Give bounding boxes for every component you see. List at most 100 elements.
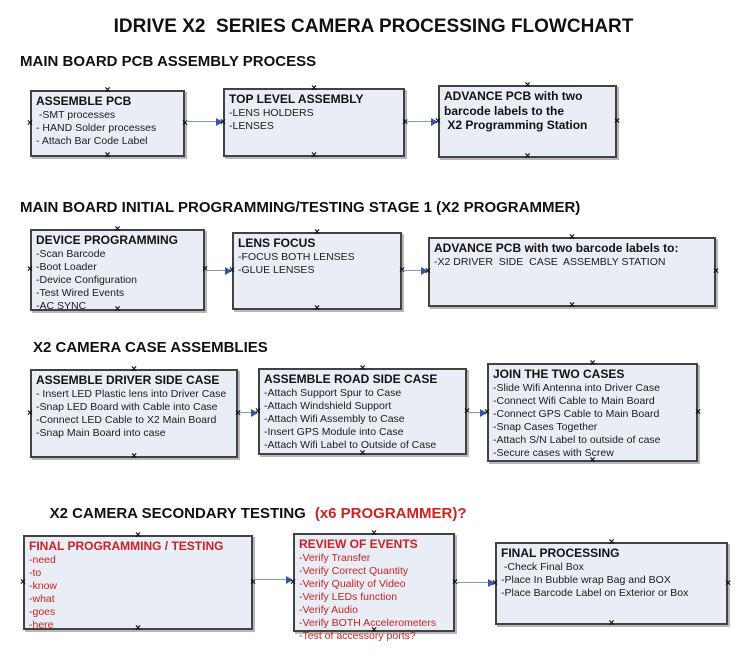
connector-arrow[interactable] (406, 117, 438, 126)
connector-arrow[interactable] (254, 575, 293, 584)
box-lines: -LENS HOLDERS-LENSES (229, 107, 399, 133)
box-lines: -Check Final Box-Place In Bubble wrap Ba… (501, 561, 722, 600)
box-title: ADVANCE PCB with two barcode labels to: (434, 241, 679, 255)
connection-handle-icon: × (524, 151, 531, 162)
box-title: REVIEW OF EVENTS (299, 537, 418, 551)
flow-box-final-processing[interactable]: FINAL PROCESSING -Check Final Box-Place … (492, 538, 731, 629)
connection-handle-icon: × (27, 407, 33, 419)
flow-box-review-of-events[interactable]: REVIEW OF EVENTS -Verify Transfer-Verify… (290, 529, 458, 642)
box-title: FINAL PROCESSING (501, 546, 620, 560)
box-line: -Verify LEDs function (299, 590, 398, 603)
arrow-line (239, 412, 252, 413)
connection-handle-icon: × (27, 264, 33, 275)
box-line: -X2 DRIVER SIDE CASE ASSEMBLY STATION (434, 255, 666, 268)
box-title: ADVANCE PCB with two barcode labels to t… (444, 89, 588, 133)
connector-arrow[interactable] (239, 408, 258, 417)
arrow-line (254, 579, 287, 580)
box-line: -Attach Windshield Support (264, 399, 392, 412)
connection-handle-icon: × (104, 150, 111, 161)
box-lines: -SMT processes- HAND Solder processes- A… (36, 109, 179, 148)
flow-box-lens-focus[interactable]: LENS FOCUS -FOCUS BOTH LENSES-GLUE LENSE… (229, 228, 405, 314)
box-title: ASSEMBLE ROAD SIDE CASE (264, 372, 438, 386)
connector-arrow[interactable] (468, 408, 487, 417)
box-line: -what (29, 592, 55, 605)
arrow-head-icon (488, 578, 495, 587)
arrow-line (456, 582, 489, 583)
box-line: -goes (29, 605, 56, 618)
box-title: TOP LEVEL ASSEMBLY (229, 92, 364, 106)
box-lines: - Insert LED Plastic lens into Driver Ca… (36, 388, 232, 440)
box-line: -LENSES (229, 119, 274, 132)
box-line: -FOCUS BOTH LENSES (238, 250, 355, 263)
box-title: LENS FOCUS (238, 236, 316, 250)
flow-box-assemble-driver-side-case[interactable]: ASSEMBLE DRIVER SIDE CASE - Insert LED P… (27, 365, 241, 462)
box-line: -Scan Barcode (36, 247, 106, 260)
box-line: -AC SYNC (36, 299, 87, 312)
box-title: FINAL PROGRAMMING / TESTING (29, 539, 224, 553)
box-title: ASSEMBLE DRIVER SIDE CASE (36, 373, 220, 387)
box-title: DEVICE PROGRAMMING (36, 233, 179, 247)
box-line: -Insert GPS Module into Case (264, 425, 404, 438)
flow-box-top-level-assembly[interactable]: TOP LEVEL ASSEMBLY -LENS HOLDERS-LENSES … (220, 84, 408, 161)
box-line: -Attach Wifi Assembly to Case (264, 412, 405, 425)
box-lines: -FOCUS BOTH LENSES-GLUE LENSES (238, 251, 396, 277)
section-header-text: X2 CAMERA SECONDARY TESTING (49, 505, 306, 522)
flow-box-final-programming-testing[interactable]: FINAL PROGRAMMING / TESTING -need-to-kno… (20, 531, 256, 634)
box-line: -Secure cases with Screw (493, 446, 614, 459)
flow-box-join-the-two-cases[interactable]: JOIN THE TWO CASES -Slide Wifi Antenna i… (484, 359, 701, 466)
box-line: -Place In Bubble wrap Bag and BOX (501, 573, 671, 586)
flow-box-advance-pcb-driver-side-station[interactable]: ADVANCE PCB with two barcode labels to: … (425, 233, 719, 311)
connector-arrow[interactable] (456, 578, 495, 587)
connection-handle-icon: × (131, 451, 137, 462)
box-line: -SMT processes (36, 108, 116, 121)
box-title: JOIN THE TWO CASES (493, 367, 625, 381)
connector-arrow[interactable] (206, 266, 232, 275)
connection-handle-icon: × (713, 266, 719, 277)
flow-box-advance-pcb-programming-station[interactable]: ADVANCE PCB with two barcode labels to t… (435, 81, 620, 162)
box-lines: -Attach Support Spur to Case-Attach Wind… (264, 387, 461, 452)
flow-box-assemble-road-side-case[interactable]: ASSEMBLE ROAD SIDE CASE -Attach Support … (255, 364, 470, 459)
box-line: -Verify Audio (299, 603, 358, 616)
box-title: ASSEMBLE PCB (36, 94, 132, 108)
box-line: -LENS HOLDERS (229, 106, 314, 119)
arrow-head-icon (480, 408, 487, 417)
box-line: -GLUE LENSES (238, 263, 315, 276)
box-line: -Place Barcode Label on Exterior or Box (501, 586, 689, 599)
box-lines: -X2 DRIVER SIDE CASE ASSEMBLY STATION (434, 256, 710, 269)
box-line: -know (29, 579, 58, 592)
page-title: IDRIVE X2 SERIES CAMERA PROCESSING FLOWC… (113, 16, 634, 37)
arrow-line (403, 270, 422, 271)
box-line: - HAND Solder processes (36, 121, 157, 134)
arrow-head-icon (286, 575, 293, 584)
arrow-head-icon (225, 266, 232, 275)
box-line: -Snap Cases Together (493, 420, 598, 433)
box-line: -Connect GPS Cable to Main Board (493, 407, 660, 420)
box-lines: -Slide Wifi Antenna into Driver Case -Con… (493, 382, 692, 460)
box-line: -Snap LED Board with Cable into Case (36, 400, 218, 413)
connection-handle-icon: × (608, 618, 615, 629)
box-line: -Verify Quality of Video (299, 577, 406, 590)
box-line: -Attach S/N Label to outside of case (493, 433, 661, 446)
box-line: -Slide Wifi Antenna into Driver Case (493, 381, 660, 394)
box-line: - Attach Bar Code Label (36, 134, 148, 147)
flow-box-device-programming[interactable]: DEVICE PROGRAMMING -Scan Barcode-Boot Lo… (27, 225, 208, 315)
connection-handle-icon: × (725, 577, 731, 589)
section-header-suffix: (x6 PROGRAMMER)? (314, 505, 467, 522)
arrow-head-icon (431, 117, 438, 126)
box-lines: -Scan Barcode-Boot Loader-Device Configu… (36, 248, 199, 313)
box-line: -Attach Wifi Label to Outside of Case (264, 438, 437, 451)
arrow-line (206, 270, 226, 271)
section-header-pcb-assembly: MAIN BOARD PCB ASSEMBLY PROCESS (20, 53, 317, 70)
box-line: -Test Wired Events (36, 286, 125, 299)
box-line: -need (29, 553, 56, 566)
section-header-case-assemblies: X2 CAMERA CASE ASSEMBLIES (33, 339, 268, 356)
connector-arrow[interactable] (186, 117, 223, 126)
arrow-line (406, 121, 432, 122)
flow-box-assemble-pcb[interactable]: ASSEMBLE PCB -SMT processes- HAND Solder… (27, 86, 188, 161)
connection-handle-icon: × (614, 115, 620, 127)
connection-handle-icon: × (27, 117, 33, 129)
section-header-secondary-testing: X2 CAMERA SECONDARY TESTING (x6 PROGRAMME… (33, 488, 467, 539)
box-line: -Device Configuration (36, 273, 137, 286)
connector-arrow[interactable] (403, 266, 428, 275)
